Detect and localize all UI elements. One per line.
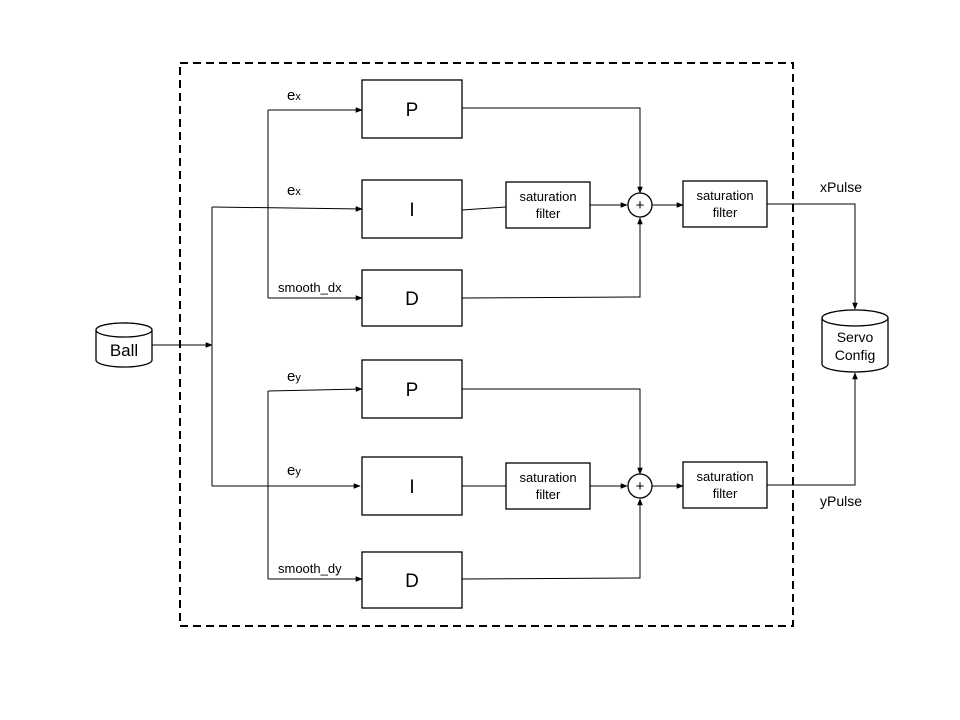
x-sat1-line1: saturation bbox=[519, 189, 576, 204]
y-integral-saturation-filter[interactable]: saturation filter bbox=[505, 462, 591, 510]
x-i-signal-label: ex bbox=[287, 182, 301, 199]
servo-config-sink[interactable]: Servo Config bbox=[821, 309, 889, 373]
ball-label: Ball bbox=[110, 341, 138, 360]
x-sat2-line2: filter bbox=[713, 205, 738, 220]
x-d-signal-label: smooth_dx bbox=[278, 280, 342, 295]
y-p-to-sum-wire bbox=[462, 388, 643, 475]
y-output-saturation-filter[interactable]: saturation filter bbox=[682, 461, 768, 509]
x-i-output-wire bbox=[461, 206, 507, 211]
x-p-block[interactable]: P bbox=[361, 79, 463, 139]
x-pulse-label: xPulse bbox=[820, 179, 862, 195]
x-i-input-wire bbox=[211, 206, 363, 212]
y-d-label: D bbox=[405, 571, 419, 592]
y-sum-symbol: + bbox=[636, 478, 645, 495]
y-sat1-line1: saturation bbox=[519, 470, 576, 485]
x-sat1-line2: filter bbox=[536, 206, 561, 221]
servo-label-line2: Config bbox=[835, 347, 875, 363]
y-pulse-label: yPulse bbox=[820, 493, 862, 509]
x-d-to-sum-wire bbox=[461, 217, 643, 299]
x-integral-saturation-filter[interactable]: saturation filter bbox=[505, 181, 591, 229]
y-pulse-wire bbox=[767, 372, 858, 486]
y-p-label: P bbox=[406, 380, 419, 401]
servo-label-line1: Servo bbox=[837, 329, 874, 345]
x-d-block[interactable]: D bbox=[361, 269, 463, 327]
x-summing-junction[interactable]: + bbox=[627, 192, 653, 218]
y-i-signal-label: ey bbox=[287, 462, 301, 479]
y-summing-junction[interactable]: + bbox=[627, 473, 653, 499]
y-d-signal-label: smooth_dy bbox=[278, 561, 342, 576]
y-p-block[interactable]: P bbox=[361, 359, 463, 419]
x-pulse-wire bbox=[767, 203, 858, 310]
y-p-input-wire bbox=[267, 386, 363, 392]
y-d-block[interactable]: D bbox=[361, 551, 463, 609]
x-d-label: D bbox=[405, 289, 419, 310]
x-output-saturation-filter[interactable]: saturation filter bbox=[682, 180, 768, 228]
y-i-label: I bbox=[409, 477, 414, 498]
x-axis-controller: ex ex smooth_dx P I D saturation filter bbox=[211, 79, 858, 327]
y-d-to-sum-wire bbox=[461, 498, 643, 580]
y-p-signal-label: ey bbox=[287, 368, 301, 385]
y-sat1-line2: filter bbox=[536, 487, 561, 502]
controller-boundary bbox=[179, 62, 794, 627]
y-axis-controller: ey ey smooth_dy P I D saturation filter … bbox=[212, 359, 858, 609]
x-sum-symbol: + bbox=[636, 197, 645, 214]
y-sat2-line2: filter bbox=[713, 486, 738, 501]
x-i-block[interactable]: I bbox=[361, 179, 463, 239]
x-sat2-line1: saturation bbox=[696, 188, 753, 203]
x-i-label: I bbox=[409, 200, 414, 221]
x-p-label: P bbox=[406, 100, 419, 121]
y-i-block[interactable]: I bbox=[361, 456, 463, 516]
y-sat2-line1: saturation bbox=[696, 469, 753, 484]
x-p-signal-label: ex bbox=[287, 87, 301, 104]
ball-source[interactable]: Ball bbox=[95, 322, 153, 368]
x-p-to-sum-wire bbox=[462, 107, 643, 194]
